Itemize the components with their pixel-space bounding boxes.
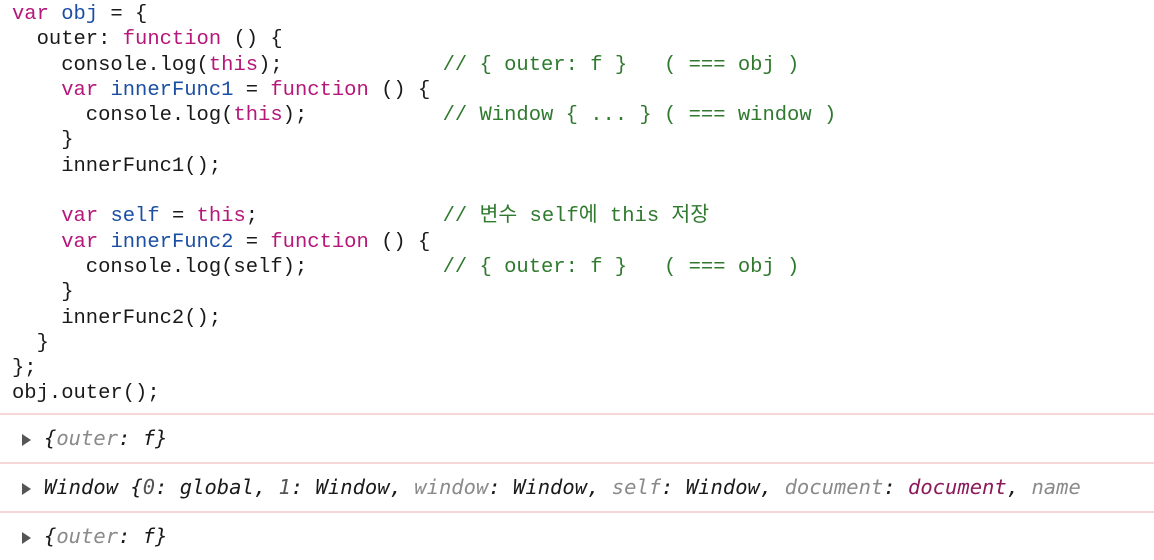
code-variable: self <box>110 205 160 229</box>
code-line <box>12 179 836 204</box>
code-variable: innerFunc1 <box>110 78 234 102</box>
code-text: = <box>233 230 271 254</box>
code-keyword: var <box>61 230 99 254</box>
code-line: innerFunc2(); <box>12 306 836 331</box>
code-text <box>12 205 61 228</box>
code-line: outer: function () { <box>12 27 836 52</box>
console-value: Window {0: global, 1: Window, window: Wi… <box>44 464 1081 511</box>
code-text: innerFunc1(); <box>12 154 222 178</box>
console-token: outer <box>56 524 119 548</box>
code-line: } <box>12 280 836 305</box>
code-text <box>98 205 110 228</box>
code-keyword: function <box>270 78 369 102</box>
code-text: } <box>12 331 49 355</box>
code-text: ); <box>258 53 443 77</box>
code-line: } <box>12 331 836 356</box>
console-output: {outer: f}Window {0: global, 1: Window, … <box>0 413 1154 560</box>
code-comment: // { outer: f } ( === obj ) <box>442 255 800 279</box>
code-line: } <box>12 128 836 153</box>
code-keyword: function <box>270 230 369 254</box>
console-token: : f} <box>118 524 168 548</box>
code-line: var obj = { <box>12 2 836 27</box>
code-comment: // 변수 self에 this 저장 <box>442 205 710 229</box>
code-line: innerFunc1(); <box>12 154 836 179</box>
console-token: , <box>1006 475 1032 499</box>
code-text: }; <box>12 357 37 381</box>
code-text: () { <box>368 78 431 102</box>
code-comment: // { outer: f } ( === obj ) <box>442 53 800 77</box>
console-token: { <box>44 426 57 450</box>
code-text <box>12 79 61 102</box>
code-variable: innerFunc2 <box>110 230 234 254</box>
expand-triangle-icon[interactable] <box>22 532 31 544</box>
code-text: innerFunc2(); <box>12 306 222 330</box>
console-token: 1 <box>278 475 291 499</box>
code-line: obj.outer(); <box>12 381 836 406</box>
expand-triangle-icon[interactable] <box>22 434 31 446</box>
code-comment: // Window { ... } ( === window ) <box>442 104 837 128</box>
console-token: document <box>784 475 884 499</box>
code-keyword: this <box>196 205 246 229</box>
code-editor: var obj = { outer: function () { console… <box>12 2 836 407</box>
console-token: document <box>908 475 1007 499</box>
code-text: } <box>12 129 74 153</box>
code-line: }; <box>12 356 836 381</box>
console-token: self <box>611 475 662 499</box>
code-text: console.log( <box>12 104 234 128</box>
code-text <box>98 79 110 102</box>
console-row[interactable]: {outer: f} <box>0 413 1154 462</box>
expand-triangle-icon[interactable] <box>22 483 31 495</box>
console-token: name <box>1031 475 1081 499</box>
code-line: var innerFunc1 = function () { <box>12 78 836 103</box>
code-text: = <box>233 78 271 102</box>
code-keyword: var <box>12 3 49 26</box>
code-text: = <box>159 205 197 229</box>
code-line: var self = this; // 변수 self에 this 저장 <box>12 204 836 229</box>
console-token: 0 <box>142 475 156 499</box>
console-token: : f} <box>118 426 168 450</box>
console-token: window <box>414 475 489 499</box>
code-text: outer: <box>12 28 123 52</box>
console-token: : Window, <box>661 475 785 499</box>
console-token: outer <box>56 426 119 450</box>
code-keyword: this <box>233 104 283 128</box>
code-line: console.log(this); // { outer: f } ( ===… <box>12 53 836 78</box>
code-keyword: var <box>61 78 99 102</box>
code-text: console.log( <box>12 53 209 77</box>
code-line: console.log(self); // { outer: f } ( ===… <box>12 255 836 280</box>
console-token: : Window, <box>488 475 612 499</box>
console-row[interactable]: {outer: f} <box>0 511 1154 560</box>
code-text <box>49 3 61 26</box>
console-value: {outer: f} <box>44 415 167 462</box>
code-text <box>98 231 110 254</box>
code-text: () { <box>221 28 283 52</box>
console-token: { <box>44 524 57 548</box>
code-text: console.log(self); <box>12 255 443 279</box>
code-text: () { <box>368 230 431 254</box>
code-text: ; <box>245 205 443 229</box>
console-value: {outer: f} <box>44 513 167 560</box>
code-keyword: function <box>122 28 222 52</box>
console-token: : global, <box>155 475 279 499</box>
code-keyword: this <box>208 53 259 77</box>
code-line: console.log(this); // Window { ... } ( =… <box>12 103 836 128</box>
code-text: ); <box>282 104 443 128</box>
code-text: } <box>12 281 74 305</box>
code-keyword: var <box>61 205 99 229</box>
code-text: = { <box>98 3 148 26</box>
console-token: Window { <box>44 475 143 499</box>
console-token: : Window, <box>290 475 415 499</box>
code-text <box>12 231 61 254</box>
console-row[interactable]: Window {0: global, 1: Window, window: Wi… <box>0 462 1154 511</box>
console-token: : <box>883 475 908 499</box>
code-line: var innerFunc2 = function () { <box>12 230 836 255</box>
code-text: obj.outer(); <box>12 382 160 406</box>
code-variable: obj <box>61 3 99 26</box>
